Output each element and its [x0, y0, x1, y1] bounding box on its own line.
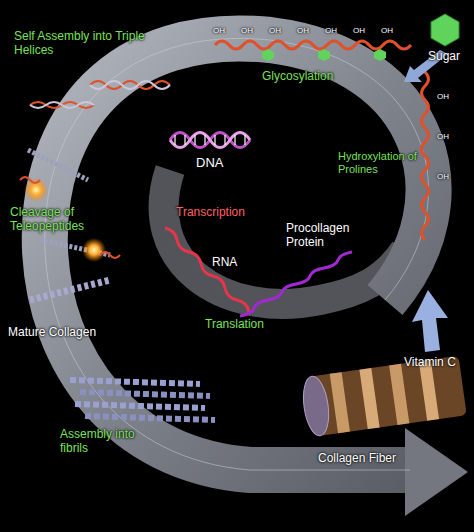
- hydroxyl-mark: OH: [437, 172, 457, 181]
- hydroxyl-mark: OH: [325, 26, 345, 35]
- hydroxyl-mark: OH: [437, 92, 457, 101]
- hydroxyl-mark: OH: [437, 132, 457, 141]
- sugar-groups: [262, 49, 386, 61]
- step-label: Glycosylation: [262, 70, 362, 84]
- fibrils: [70, 380, 215, 420]
- hydroxyl-mark: OH: [269, 26, 289, 35]
- rna-strand: [165, 228, 249, 312]
- step-label: Assembly into fibrils: [60, 428, 150, 456]
- vitamin-c-arrow: [412, 290, 448, 352]
- hydroxyl-mark: OH: [297, 26, 317, 35]
- hydroxylated-chain: [422, 72, 429, 240]
- hydroxyl-mark: OH: [213, 26, 233, 35]
- molecule-label: Sugar: [428, 50, 472, 64]
- spiral-band: [45, 38, 429, 470]
- step-label: Transcription: [176, 206, 266, 220]
- molecule-label: Vitamin C: [404, 356, 474, 370]
- step-label: Translation: [205, 318, 285, 332]
- band-arrowhead: [405, 428, 468, 516]
- step-label: Self Assembly into Triple Helices: [14, 30, 184, 58]
- glycosylated-chain: [215, 41, 411, 49]
- hydroxyl-mark: OH: [381, 26, 401, 35]
- dna-helix: [170, 133, 250, 148]
- hydroxyl-mark: OH: [353, 26, 373, 35]
- molecule-label: DNA: [196, 156, 236, 171]
- molecule-label: Mature Collagen: [8, 326, 118, 340]
- molecule-label: RNA: [212, 256, 252, 270]
- step-label: Hydroxylation of Prolines: [338, 150, 418, 175]
- mature-collagen-rod: [30, 280, 110, 300]
- step-label: Cleavage of Teleopeptides: [10, 206, 120, 234]
- sugar-hexagon: [431, 14, 459, 46]
- molecule-label: Procollagen Protein: [286, 222, 366, 250]
- band-highlight: [45, 38, 429, 470]
- hydroxyl-mark: OH: [241, 26, 261, 35]
- molecule-label: Collagen Fiber: [318, 452, 428, 466]
- procollagen-strand: [240, 252, 352, 316]
